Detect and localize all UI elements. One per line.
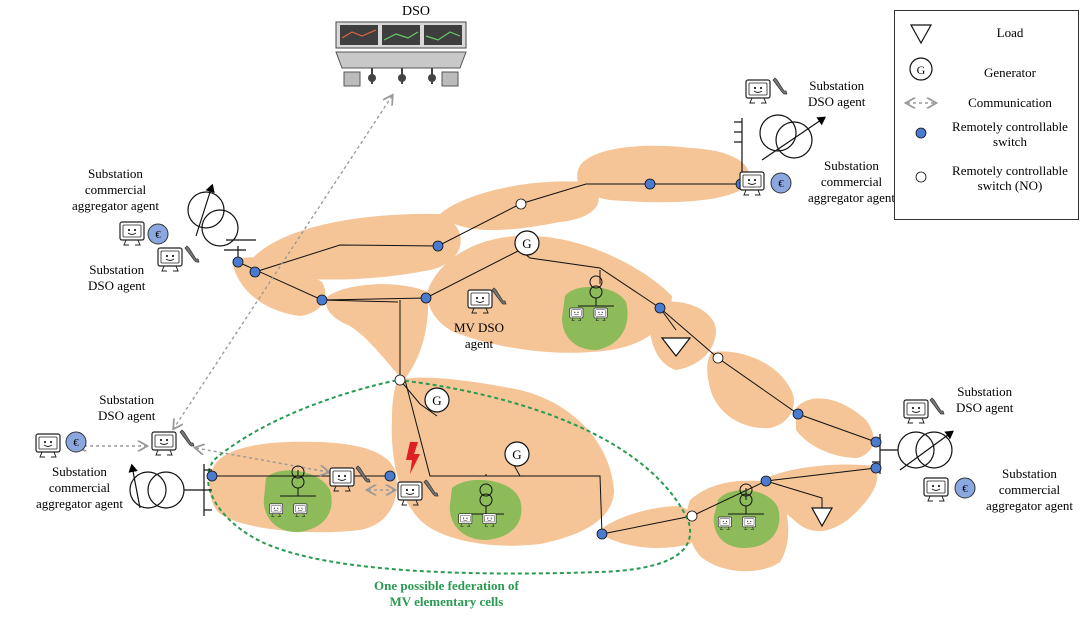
generators: G G G (424, 230, 540, 467)
svg-text:G: G (917, 63, 926, 77)
cell-south-link (598, 506, 696, 548)
legend-label: Remotely controllable switch (952, 119, 1068, 149)
federation-outline (207, 378, 691, 575)
nw-dso-agent-label: Substation DSO agent (88, 262, 146, 293)
euro-coin-icon (954, 477, 976, 499)
substation-transformer-ne (734, 114, 826, 184)
computer-agent-icon (745, 79, 771, 104)
legend-item: G Generator (895, 55, 1078, 89)
legend-item: Remotely controllable switch (NO) (895, 163, 1078, 203)
switch-closed-icon (654, 302, 666, 314)
switch-closed-icon (316, 294, 328, 306)
wrench-icon (184, 245, 200, 263)
switch-open-icon (712, 352, 724, 364)
switch-closed-icon (792, 408, 804, 420)
wrench-icon (929, 397, 945, 415)
switch-open-icon (515, 198, 527, 210)
fault-lightning-icon (406, 442, 420, 474)
generator-letter: G (512, 447, 521, 462)
generator-icon (424, 387, 450, 413)
substation-transformer-e (872, 430, 954, 474)
euro-sign: € (155, 229, 161, 241)
switch-closed-icon (596, 528, 608, 540)
communication-arrows (78, 96, 394, 490)
cell-east-chain-1 (707, 351, 794, 429)
switch-open-icon (394, 374, 406, 386)
nw-commercial-agent-label: Substation commercial aggregator agent (72, 166, 159, 213)
e-dso-agent-label: Substation DSO agent (956, 384, 1014, 415)
communication-arrow-icon (903, 89, 939, 117)
federation-label: One possible federation of MV elementary… (374, 578, 519, 609)
dso-label: DSO (402, 4, 431, 19)
generator-icon (504, 441, 530, 467)
generator-letter: G (432, 393, 441, 408)
lv-transformers (280, 275, 764, 515)
switch-closed-icon (206, 470, 218, 482)
legend-label: Load (996, 25, 1024, 40)
switch-closed-icon (432, 240, 444, 252)
euro-sign: € (73, 437, 79, 449)
w-dso-agent-label: Substation DSO agent (98, 392, 156, 423)
wrench-icon (772, 77, 788, 95)
legend-label: Generator (984, 65, 1036, 80)
computer-agent-icon (35, 433, 61, 458)
substation-transformer-w (128, 463, 212, 516)
loads (660, 337, 834, 528)
computer-agent-icon (739, 171, 765, 196)
ne-dso-agent-label: Substation DSO agent (808, 78, 866, 109)
legend-item: Remotely controllable switch (895, 119, 1078, 159)
load-triangle-icon (660, 337, 692, 357)
comm-arrow-dso (174, 96, 392, 428)
cell-east-load (649, 301, 716, 370)
switch-closed-icon (760, 475, 772, 487)
cell-center-south (391, 377, 614, 546)
w-commercial-agent-label: Substation commercial aggregator agent (36, 464, 123, 511)
computer-agent-icon (923, 477, 949, 502)
cell-east-chain-2 (796, 398, 874, 458)
euro-sign: € (962, 483, 968, 495)
computer-agent-icon (151, 431, 177, 456)
agent-icons: € € € € (35, 77, 976, 506)
switch-closed-icon (915, 127, 927, 139)
dso-control-room-icon (335, 21, 467, 87)
computer-agent-icon (119, 221, 145, 246)
switch-closed-icon (870, 462, 882, 474)
switch-open-icon (686, 510, 698, 522)
switches (206, 178, 882, 540)
legend-item: Load (895, 19, 1078, 53)
switch-closed-icon (249, 266, 261, 278)
switch-closed-icon (870, 436, 882, 448)
load-triangle-icon (810, 507, 834, 528)
euro-coin-icon (65, 431, 87, 453)
legend-box: Load G Generator Communication Remotely … (894, 10, 1079, 220)
generator-icon (514, 230, 540, 256)
substation-transformer-nw (187, 183, 256, 258)
legend-label: Communication (968, 95, 1052, 110)
ne-commercial-agent-label: Substation commercial aggregator agent (808, 158, 895, 205)
generator-letter: G (522, 236, 531, 251)
se-commercial-agent-label: Substation commercial aggregator agent (986, 466, 1073, 513)
switch-closed-icon (420, 292, 432, 304)
legend-label: Remotely controllable switch (NO) (952, 163, 1068, 193)
wrench-icon (179, 429, 195, 447)
switch-closed-icon (232, 256, 244, 268)
legend-item: Communication (895, 89, 1078, 117)
lv-cell-center-north (562, 286, 628, 350)
switch-closed-icon (384, 470, 396, 482)
computer-agent-icon (157, 247, 183, 272)
switch-open-icon (915, 171, 927, 183)
euro-coin-icon (147, 223, 169, 245)
euro-sign: € (778, 178, 784, 190)
cell-north-2 (577, 145, 750, 203)
generator-icon: G (909, 57, 933, 81)
computer-agent-icon (903, 399, 929, 424)
comm-arrow-mv (196, 448, 328, 472)
switch-closed-icon (644, 178, 656, 190)
euro-coin-icon (770, 172, 792, 194)
mv-dso-agent-label: MV DSO agent (454, 320, 504, 351)
load-triangle-icon (909, 24, 933, 45)
